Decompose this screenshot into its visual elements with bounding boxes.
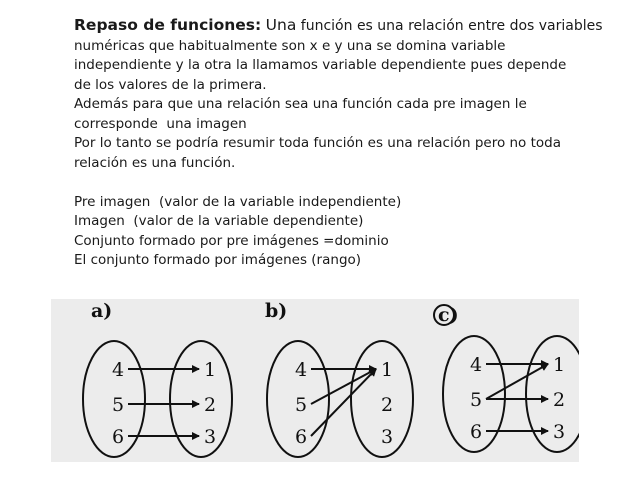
text-line: Por lo tanto se podría resumir toda func… bbox=[74, 135, 561, 151]
domain-set-ellipse bbox=[266, 340, 330, 458]
codomain-value: 2 bbox=[553, 389, 565, 411]
domain-value: 5 bbox=[295, 394, 307, 416]
domain-value: 4 bbox=[295, 359, 307, 381]
text-line: de los valores de la primera. bbox=[74, 76, 267, 93]
domain-set-ellipse bbox=[82, 340, 146, 458]
definition-line: Conjunto formado por pre imágenes =domin… bbox=[74, 232, 389, 249]
codomain-value: 2 bbox=[381, 394, 393, 416]
label-circle bbox=[433, 304, 455, 326]
text-line: numéricas que habitualmente son x e y un… bbox=[74, 37, 506, 54]
codomain-set-ellipse bbox=[169, 340, 233, 458]
codomain-set-ellipse bbox=[350, 340, 414, 458]
mapping-diagrams-figure: a) 4 5 6 1 2 3 b) 4 5 6 1 2 3 c) 4 5 6 1 2 3 bbox=[51, 299, 579, 462]
domain-value: 6 bbox=[470, 421, 482, 443]
codomain-value: 1 bbox=[553, 354, 565, 376]
diagram-label: b) bbox=[265, 300, 287, 322]
codomain-set-ellipse bbox=[525, 335, 579, 453]
definition-line: Imagen (valor de la variable dependiente… bbox=[74, 213, 364, 229]
domain-set-ellipse bbox=[442, 335, 506, 453]
domain-value: 4 bbox=[470, 354, 482, 376]
domain-value: 4 bbox=[112, 359, 124, 381]
paragraph-spacer bbox=[74, 173, 604, 193]
definition-line: El conjunto formado por imágenes (rango) bbox=[74, 252, 362, 268]
heading-continuation: Una bbox=[265, 16, 297, 34]
mapping-arrow bbox=[310, 368, 377, 437]
domain-value: 6 bbox=[112, 426, 124, 448]
codomain-value: 2 bbox=[204, 394, 216, 416]
definition-line: Pre imagen (valor de la variable indepen… bbox=[74, 193, 402, 210]
domain-value: 5 bbox=[470, 389, 482, 411]
diagram-label: a) bbox=[91, 300, 112, 322]
domain-value: 6 bbox=[295, 426, 307, 448]
diagram-label: c) bbox=[438, 304, 459, 326]
intro-paragraph: Repaso de funciones: Una función es una … bbox=[74, 16, 604, 37]
codomain-value: 1 bbox=[204, 359, 216, 381]
codomain-value: 1 bbox=[381, 359, 393, 381]
text-line: independiente y la otra la llamamos vari… bbox=[74, 57, 567, 73]
text-line: relación es una función. bbox=[74, 154, 236, 171]
text-line: Además para que una relación sea una fun… bbox=[74, 96, 527, 112]
codomain-value: 3 bbox=[381, 426, 393, 448]
document-text: Repaso de funciones: Una función es una … bbox=[74, 16, 604, 271]
mapping-diagrams-svg: a) 4 5 6 1 2 3 b) 4 5 6 1 2 3 c) 4 5 6 1 2 3 bbox=[82, 300, 579, 458]
text-line: función es una relación entre dos variab… bbox=[300, 18, 603, 34]
mapping-arrow bbox=[310, 368, 377, 405]
mapping-arrow bbox=[485, 363, 549, 400]
domain-value: 5 bbox=[112, 394, 124, 416]
codomain-value: 3 bbox=[204, 426, 216, 448]
section-heading: Repaso de funciones: bbox=[74, 16, 262, 34]
codomain-value: 3 bbox=[553, 421, 565, 443]
text-line: corresponde una imagen bbox=[74, 115, 247, 132]
